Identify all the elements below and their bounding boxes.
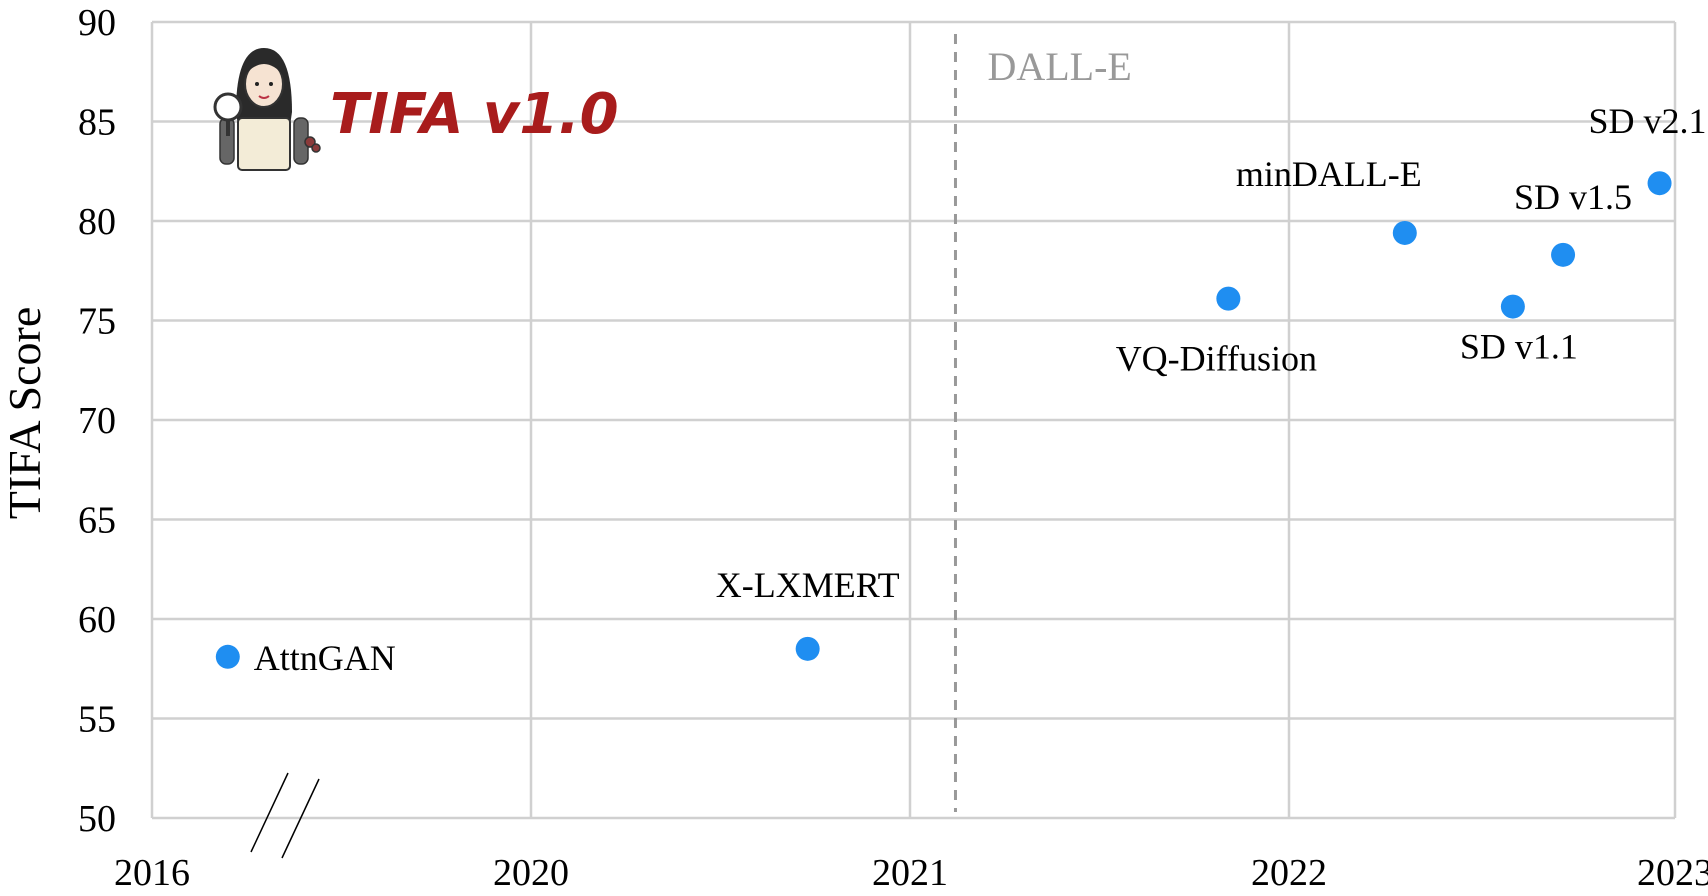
x-tick-label: 2022 (1251, 852, 1327, 894)
dall-e-label: DALL-E (987, 44, 1131, 89)
point-sd-v1-1 (1500, 294, 1525, 319)
tifa-logo: TIFA v1.0 (213, 48, 619, 171)
point-label: SD v1.1 (1460, 327, 1578, 367)
mascot-icon (213, 48, 321, 171)
point-label: AttnGAN (254, 638, 396, 678)
logo-text: TIFA v1.0 (330, 82, 619, 147)
y-tick-label: 90 (78, 2, 116, 44)
axis-break-marker (250, 772, 320, 859)
y-tick-label: 85 (78, 102, 116, 144)
x-tick-label: 2023 (1637, 852, 1708, 894)
point-label: X-LXMERT (716, 565, 900, 605)
x-tick-labels: 2016 2020 2021 2022 2023 (114, 852, 1708, 894)
y-tick-label: 80 (78, 201, 116, 243)
data-points (215, 171, 1672, 669)
y-tick-label: 65 (78, 500, 116, 542)
x-tick-label: 2016 (114, 852, 190, 894)
point-attngan (215, 644, 240, 669)
point-x-lxmert (795, 636, 820, 661)
point-label: SD v1.5 (1514, 177, 1632, 217)
y-axis-label: TIFA Score (0, 307, 50, 520)
point-label: minDALL-E (1236, 154, 1422, 194)
point-sd-v1-5 (1551, 242, 1576, 267)
point-mindall-e (1392, 220, 1417, 245)
grid-lines (150, 20, 1677, 820)
point-label: SD v2.1 (1589, 101, 1707, 141)
point-sd-v2-1 (1647, 171, 1672, 196)
y-tick-labels: 50 55 60 65 70 75 80 85 90 (78, 2, 116, 840)
point-labels: AttnGAN X-LXMERT VQ-Diffusion minDALL-E SD v… (254, 101, 1707, 678)
y-tick-label: 50 (78, 798, 116, 840)
x-tick-label: 2021 (872, 852, 948, 894)
y-tick-label: 70 (78, 400, 116, 442)
y-tick-label: 75 (78, 301, 116, 343)
point-vq-diffusion (1216, 286, 1241, 311)
dall-e-event-marker: DALL-E (953, 34, 1132, 812)
y-tick-label: 55 (78, 699, 116, 741)
y-tick-label: 60 (78, 599, 116, 641)
x-tick-label: 2020 (493, 852, 569, 894)
point-label: VQ-Diffusion (1116, 339, 1317, 379)
